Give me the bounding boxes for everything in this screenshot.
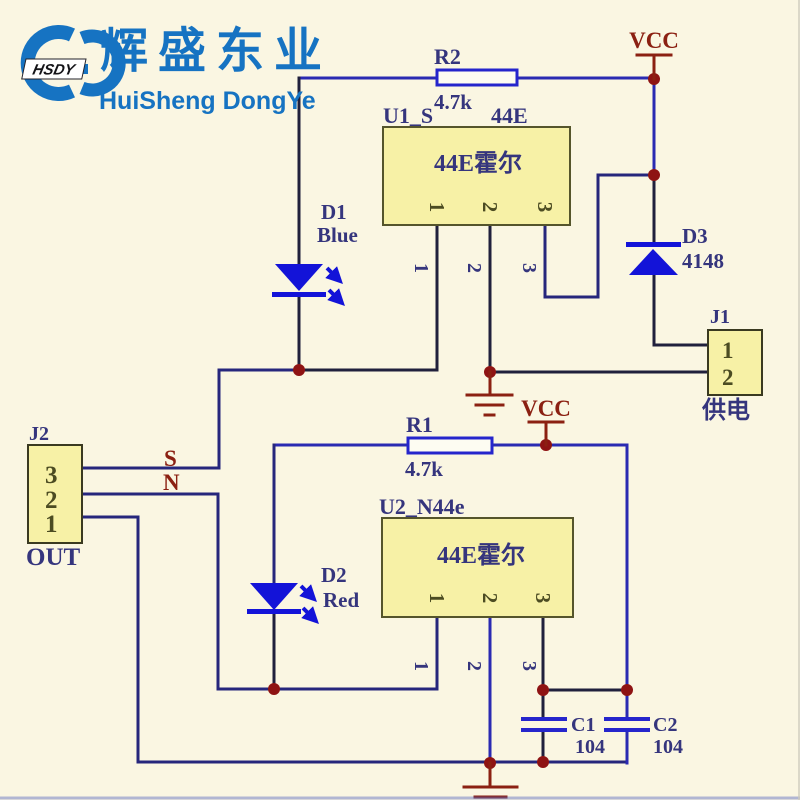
diode-cathode-bar [626,242,681,247]
u2-pin-number: 1 [425,593,449,604]
junction-dot [293,364,305,376]
wire [80,515,629,764]
connector-pin: 1 [722,338,734,363]
capacitor-c2: C2 104 [604,714,683,758]
junction-dot [537,684,549,696]
u2-wire-pin-label: 1 [410,661,432,671]
connector-pin: 2 [722,365,734,390]
vcc-label: VCC [629,28,679,53]
u1-wire-pin-label: 3 [518,263,540,273]
led-color: Blue [317,223,358,247]
led-cathode-bar [272,292,326,297]
net-label-s: S [164,446,177,471]
logo-chinese-name: 辉盛东业 [100,25,332,78]
net-label-n: N [163,470,180,495]
company-logo: HSDY 辉盛东业 HuiSheng DongYe [20,25,332,115]
led-emission-arrow [327,288,345,306]
connector-body [27,444,83,544]
led-emission-arrow [301,606,319,624]
junction-dot [537,756,549,768]
led-emission-arrow [299,584,317,602]
wire [543,173,656,299]
u1-designator: U1_S [383,103,433,128]
diode-d3: D3 4148 [626,224,724,275]
logo-reverse-c-glyph [79,29,126,97]
connector-pin: 2 [45,487,58,514]
junction-dot [268,683,280,695]
u2-designator: U2_N44e [379,494,465,519]
connector-body [707,329,763,396]
led-triangle [250,583,298,610]
u2-pin-number: 2 [478,593,502,604]
led-color: Red [323,588,359,612]
u1-name: 44E霍尔 [434,149,522,177]
logo-abbr: HSDY [31,62,78,79]
ground-symbol-top [465,370,514,417]
logo-badge-strip [21,58,87,80]
hall-sensor-u1: U1_S 44E 44E霍尔 1 2 3 1 2 3 [382,103,571,273]
wires [80,76,710,765]
led-d2: D2 Red [247,563,359,624]
connector-pin: 3 [45,462,58,489]
vcc-label: VCC [521,396,571,421]
capacitor-ref: C1 [571,714,595,736]
diode-value: 4148 [682,249,724,273]
resistor-ref: R1 [406,412,433,437]
resistor-body [406,436,494,455]
wire [297,223,439,372]
resistor-ref: R2 [434,44,461,69]
junction-dot [648,169,660,181]
u1-part: 44E [491,103,528,128]
ground-symbol-bottom [462,761,519,799]
led-d1: D1 Blue [272,200,358,306]
connector-j2: J2 3 2 1 OUT [26,423,83,571]
connector-pin: 1 [45,511,58,538]
diode-triangle [629,249,678,275]
u2-body [381,517,574,618]
diode-ref: D3 [682,224,708,248]
connector-caption: OUT [26,544,81,571]
connector-ref: J2 [29,423,49,445]
u1-pin-number: 2 [478,202,502,213]
junction-dot [621,684,633,696]
u1-body [382,126,571,226]
led-ref: D1 [321,200,347,224]
resistor-r1: R1 4.7k [405,412,494,481]
wire [272,443,629,692]
wire [80,492,439,691]
u2-pin-number: 3 [531,593,555,604]
logo-badge: HSDY [21,58,87,80]
resistor-body [435,68,519,87]
vcc-symbol-top: VCC [629,28,679,81]
capacitor-value: 104 [653,736,683,758]
connector-caption: 供电 [701,397,750,424]
u2-wire-pin-label: 2 [463,661,485,671]
u1-pin-number: 3 [533,202,557,213]
u1-pin-number: 1 [425,202,449,213]
led-cathode-bar [247,609,301,614]
hall-sensor-u2: U2_N44e 44E霍尔 1 2 3 1 2 3 [379,494,574,671]
capacitor-c1: C1 104 [521,714,605,758]
u2-wire-pin-label: 3 [518,661,540,671]
resistor-value: 4.7k [405,457,443,481]
connector-ref: J1 [710,306,730,328]
wire [652,271,710,347]
led-ref: D2 [321,563,347,587]
led-emission-arrow [325,266,343,284]
wire [80,368,301,470]
led-triangle [275,264,323,291]
resistor-value: 4.7k [434,90,472,114]
vcc-symbol-mid: VCC [521,396,571,447]
u2-name: 44E霍尔 [437,541,525,569]
resistor-r2: R2 4.7k [434,44,519,114]
capacitor-value: 104 [575,736,605,758]
connector-j1: J1 1 2 供电 [701,306,763,424]
capacitor-ref: C2 [653,714,677,736]
u1-wire-pin-label: 1 [410,263,432,273]
logo-english-name: HuiSheng DongYe [99,87,316,115]
u1-wire-pin-label: 2 [463,263,485,273]
